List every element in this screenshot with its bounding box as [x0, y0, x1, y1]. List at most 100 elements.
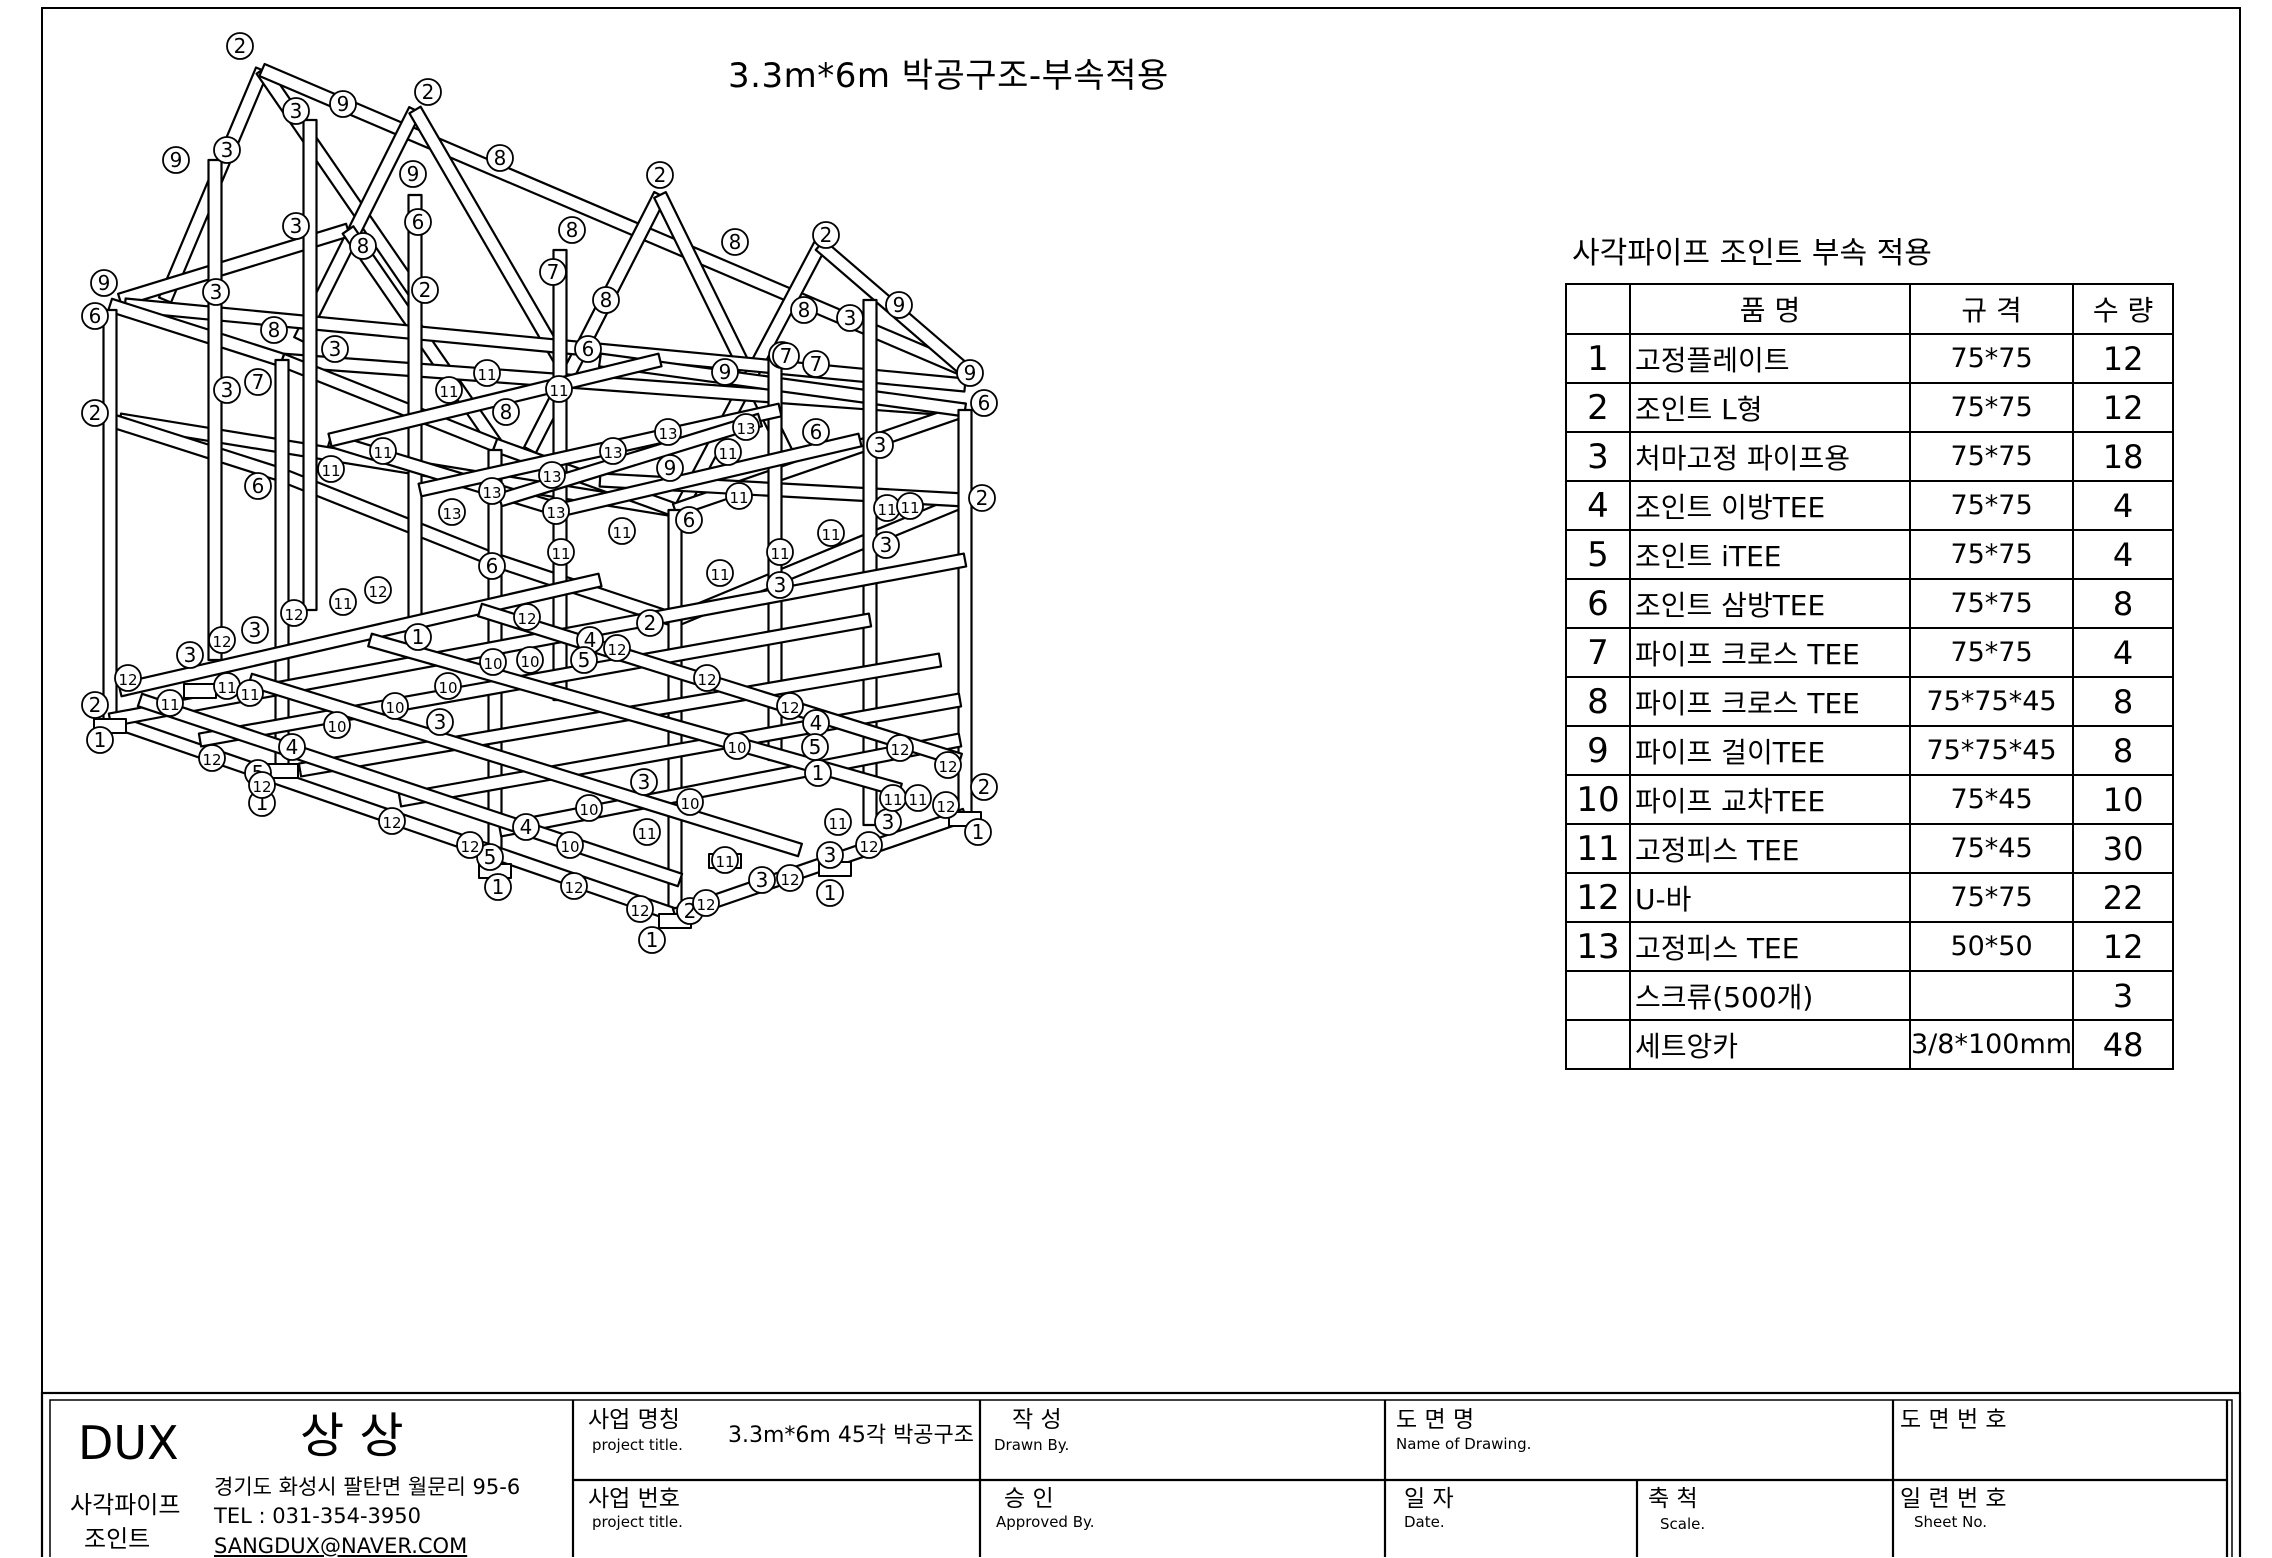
- svg-text:12: 12: [607, 641, 626, 659]
- callout-12: 12: [378, 807, 406, 835]
- callout-7: 7: [802, 350, 830, 378]
- callout-9: 9: [329, 90, 357, 118]
- svg-text:3: 3: [882, 810, 895, 834]
- svg-text:6: 6: [978, 391, 991, 415]
- bom-row-qty: 4: [2072, 627, 2175, 678]
- svg-text:11: 11: [729, 489, 748, 507]
- svg-text:11: 11: [718, 445, 737, 463]
- svg-text:11: 11: [373, 444, 392, 462]
- svg-text:13: 13: [603, 444, 622, 462]
- callout-6: 6: [81, 302, 109, 330]
- svg-text:2: 2: [654, 163, 667, 187]
- svg-text:12: 12: [284, 606, 303, 624]
- callout-7: 7: [244, 368, 272, 396]
- bom-row-spec: 3/8*100mm: [1908, 1019, 2075, 1070]
- callout-3: 3: [874, 808, 902, 836]
- svg-text:3: 3: [290, 99, 303, 123]
- bom-row-spec: 75*75*45: [1908, 676, 2075, 727]
- pipe-member: [408, 105, 567, 365]
- callout-12: 12: [692, 889, 720, 917]
- callout-13: 13: [438, 498, 466, 526]
- callout-3: 3: [202, 278, 230, 306]
- bom-row-no: 1: [1565, 333, 1631, 384]
- callout-11: 11: [896, 492, 924, 520]
- bom-row-qty: 8: [2072, 676, 2175, 727]
- company-type-1: 사각파이프: [70, 1491, 181, 1519]
- svg-text:3: 3: [844, 306, 857, 330]
- svg-text:3: 3: [210, 280, 223, 304]
- project-no-label-en: project title.: [592, 1513, 683, 1531]
- callout-6: 6: [478, 552, 506, 580]
- bom-row-name: 조인트 이방TEE: [1629, 480, 1911, 531]
- callout-5: 5: [570, 646, 598, 674]
- svg-text:11: 11: [477, 366, 496, 384]
- callout-2: 2: [414, 78, 442, 106]
- project-name-label-en: project title.: [592, 1436, 683, 1454]
- svg-text:12: 12: [780, 699, 799, 717]
- pipe-member: [367, 632, 903, 798]
- bom-row-no: 11: [1565, 823, 1631, 874]
- callout-4: 4: [512, 813, 540, 841]
- callout-8: 8: [492, 398, 520, 426]
- callout-6: 6: [802, 418, 830, 446]
- callout-9: 9: [885, 291, 913, 319]
- svg-text:10: 10: [327, 718, 346, 736]
- callout-3: 3: [241, 616, 269, 644]
- svg-text:11: 11: [770, 545, 789, 563]
- svg-text:10: 10: [438, 679, 457, 697]
- callout-10: 10: [434, 672, 462, 700]
- svg-text:10: 10: [483, 655, 502, 673]
- pipe-member: [247, 672, 804, 858]
- bom-row-qty: 48: [2072, 1019, 2175, 1070]
- svg-text:13: 13: [482, 484, 501, 502]
- svg-text:10: 10: [560, 838, 579, 856]
- bom-row-no: 8: [1565, 676, 1631, 727]
- callout-3: 3: [872, 531, 900, 559]
- callout-11: 11: [156, 689, 184, 717]
- svg-text:1: 1: [824, 881, 837, 905]
- company-type-2: 조인트: [84, 1525, 151, 1553]
- svg-text:10: 10: [727, 739, 746, 757]
- svg-text:11: 11: [883, 791, 902, 809]
- callout-3: 3: [816, 841, 844, 869]
- svg-text:2: 2: [89, 693, 102, 717]
- bom-row-qty: 3: [2072, 970, 2175, 1021]
- callout-9: 9: [162, 146, 190, 174]
- svg-text:8: 8: [600, 288, 613, 312]
- svg-text:12: 12: [460, 838, 479, 856]
- callout-11: 11: [329, 588, 357, 616]
- callout-8: 8: [790, 296, 818, 324]
- callout-6: 6: [404, 208, 432, 236]
- svg-text:6: 6: [252, 474, 265, 498]
- callout-8: 8: [349, 232, 377, 260]
- svg-text:5: 5: [484, 845, 497, 869]
- callout-11: 11: [547, 538, 575, 566]
- svg-text:12: 12: [368, 583, 387, 601]
- callout-3: 3: [748, 866, 776, 894]
- bom-row-qty: 12: [2072, 382, 2175, 433]
- callout-12: 12: [208, 626, 236, 654]
- callout-12: 12: [626, 895, 654, 923]
- svg-text:2: 2: [976, 486, 989, 510]
- svg-text:10: 10: [680, 795, 699, 813]
- svg-text:4: 4: [286, 735, 299, 759]
- callout-12: 12: [198, 744, 226, 772]
- project-no-label: 사업 번호: [588, 1486, 680, 1512]
- callout-2: 2: [968, 484, 996, 512]
- bom-title: 사각파이프 조인트 부속 적용: [1572, 236, 1932, 271]
- svg-text:11: 11: [828, 815, 847, 833]
- bom-row-spec: 75*75: [1908, 480, 2075, 531]
- svg-text:3: 3: [756, 868, 769, 892]
- svg-text:13: 13: [546, 504, 565, 522]
- callout-11: 11: [714, 438, 742, 466]
- callout-9: 9: [656, 454, 684, 482]
